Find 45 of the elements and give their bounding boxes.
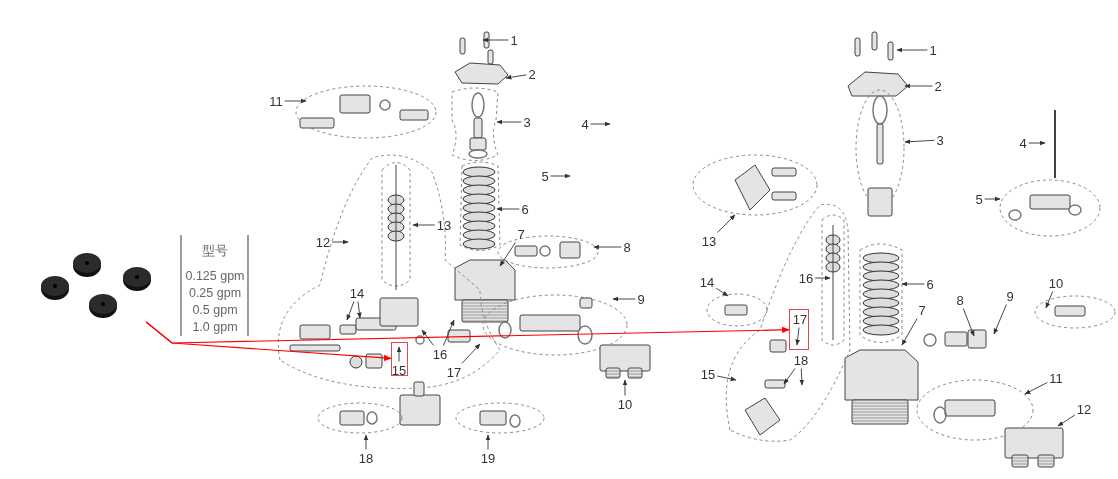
callout-number: 6 (521, 202, 529, 216)
callout-number: 14 (699, 275, 715, 289)
callout-number: 3 (936, 133, 944, 147)
callout-number: 1 (929, 43, 937, 57)
callout-number: 15 (700, 367, 716, 381)
callout-number: 3 (523, 115, 531, 129)
callout-number: 15 (391, 363, 407, 377)
callout-number: 12 (315, 235, 331, 249)
highlight-box (789, 309, 809, 350)
callout-number: 18 (793, 353, 809, 367)
callout-number: 2 (528, 67, 536, 81)
callout-number: 17 (792, 312, 808, 326)
callout-number: 1 (510, 33, 518, 47)
flow-rate-text: 1.0 gpm (192, 320, 238, 334)
callout-number: 17 (446, 365, 462, 379)
callout-number: 11 (1049, 371, 1063, 385)
callout-number: 11 (269, 94, 283, 108)
callout-number: 6 (926, 277, 934, 291)
callout-number: 4 (581, 117, 589, 131)
callout-number: 5 (541, 169, 549, 183)
callout-number: 16 (432, 347, 448, 361)
arrow (145, 321, 790, 344)
callout-number: 8 (623, 240, 631, 254)
callout-number: 13 (701, 234, 717, 248)
flow-rate-text: 0.25 gpm (188, 286, 242, 300)
callout-number: 13 (436, 218, 452, 232)
callout-number: 7 (918, 303, 926, 317)
table-heading: 型号 (202, 244, 228, 258)
callout-number: 12 (1076, 402, 1092, 416)
callout-number: 10 (617, 397, 633, 411)
callout-number: 16 (798, 271, 814, 285)
callout-number: 19 (480, 451, 496, 465)
flow-rate-text: 0.125 gpm (185, 269, 245, 283)
callout-number: 2 (934, 79, 942, 93)
callout-number: 14 (349, 286, 365, 300)
highlight-box (391, 342, 408, 376)
callout-number: 18 (358, 451, 374, 465)
callout-number: 4 (1019, 136, 1027, 150)
callout-number: 10 (1048, 276, 1064, 290)
flow-rate-text: 0.5 gpm (192, 303, 238, 317)
callout-number: 9 (1006, 289, 1014, 303)
callout-number: 8 (956, 293, 964, 307)
callout-number: 5 (975, 192, 983, 206)
callout-number: 7 (517, 227, 525, 241)
callout-number: 9 (637, 292, 645, 306)
